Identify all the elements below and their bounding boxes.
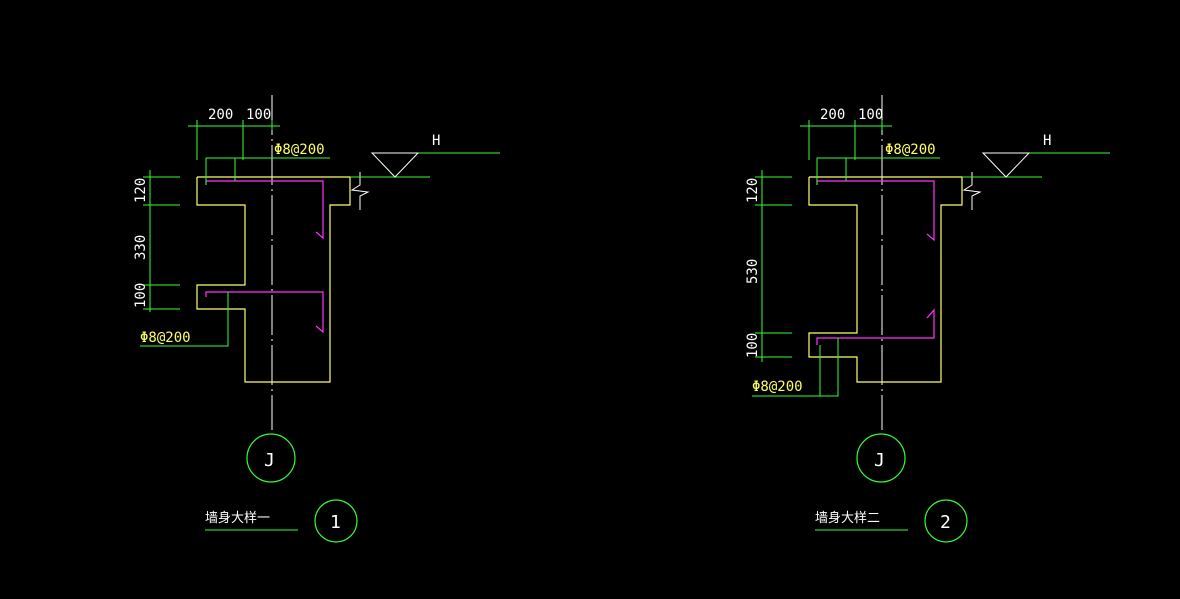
level-label: H [432,133,440,149]
bottom-rebar-leader [140,292,229,347]
top-rebar [816,180,935,242]
level-label: H [1043,133,1051,149]
detail-title: 墙身大样一 [205,510,270,526]
dim-h1: 120 [133,178,149,203]
bottom-rebar-leader [752,338,839,397]
dim-h2: 530 [745,259,761,284]
top-dim-a: 200 [208,107,233,123]
bottom-rebar [205,291,324,334]
dim-h2: 330 [133,235,149,260]
concrete-outline [196,176,351,383]
detail-number: 1 [330,512,341,533]
top-dim-a: 200 [820,107,845,123]
top-rebar-label: Φ8@200 [274,142,325,158]
bottom-rebar-label: Φ8@200 [752,379,803,395]
detail-number-circle [314,499,358,543]
break-line [962,172,982,210]
axis-bubble [856,433,906,483]
detail-number-circle [924,499,968,543]
top-dim-b: 100 [246,107,271,123]
dim-h3: 100 [133,283,149,308]
break-line [350,172,370,210]
level-triangle [370,152,420,178]
detail-title: 墙身大样二 [815,510,880,526]
concrete-outline [808,176,963,383]
dim-h3: 100 [745,333,761,358]
dim-h1: 120 [745,178,761,203]
top-dim-b: 100 [858,107,883,123]
level-triangle [981,152,1031,178]
top-rebar-leader [816,157,940,185]
top-rebar-leader [205,157,330,185]
axis-bubble [246,433,296,483]
top-rebar-label: Φ8@200 [885,142,936,158]
wall-detail-2: H 200 100 Φ8@200 120 530 100 Φ8@200 J 墙身… [745,95,1110,543]
bottom-rebar [816,308,935,345]
axis-label: J [264,450,275,471]
detail-number: 2 [940,512,951,533]
top-rebar [205,180,324,240]
bottom-rebar-label: Φ8@200 [140,330,191,346]
wall-detail-1: H 200 100 Φ8@200 120 330 100 Φ8@200 J 墙身… [133,95,500,543]
axis-label: J [874,450,885,471]
